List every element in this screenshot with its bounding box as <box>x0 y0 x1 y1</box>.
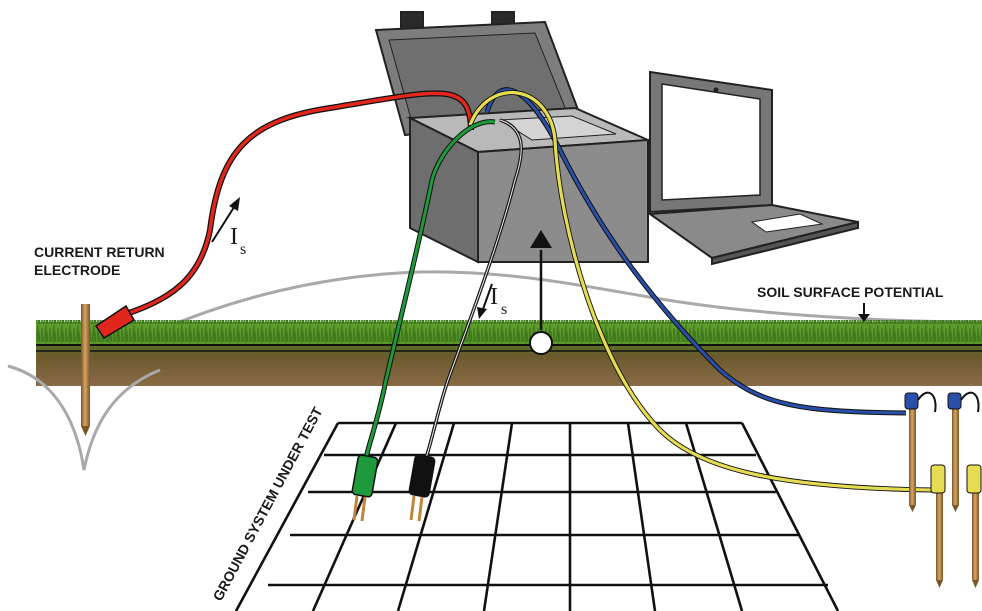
current-arrow-lower <box>477 283 493 319</box>
current-return-label-line1: CURRENT RETURN <box>34 244 165 260</box>
test-point-node <box>529 331 553 355</box>
probe-clip-icon <box>351 454 436 522</box>
measurement-point <box>529 230 553 355</box>
current-symbol-upper: I <box>230 224 238 250</box>
test-instrument-icon <box>374 11 649 264</box>
current-symbol-lower: I <box>490 284 498 310</box>
soil-surface-potential-label: SOIL SURFACE POTENTIAL <box>757 284 944 300</box>
current-subscript-lower: s <box>501 301 507 318</box>
ground-strip <box>36 320 982 386</box>
potential-electrodes <box>904 391 982 588</box>
laptop-icon <box>647 70 859 266</box>
current-subscript-upper: s <box>240 241 246 258</box>
current-arrow-upper <box>211 197 240 243</box>
current-return-label-line2: ELECTRODE <box>34 262 120 278</box>
soil-surface-pointer <box>858 303 870 322</box>
current-return-electrode <box>81 304 90 436</box>
red-clip <box>94 304 136 340</box>
ground-grid <box>234 421 840 611</box>
soil-potential-curve <box>159 270 982 332</box>
return-electrode-potential-curve <box>7 364 161 471</box>
ground-system-label: GROUND SYSTEM UNDER TEST <box>210 404 326 604</box>
